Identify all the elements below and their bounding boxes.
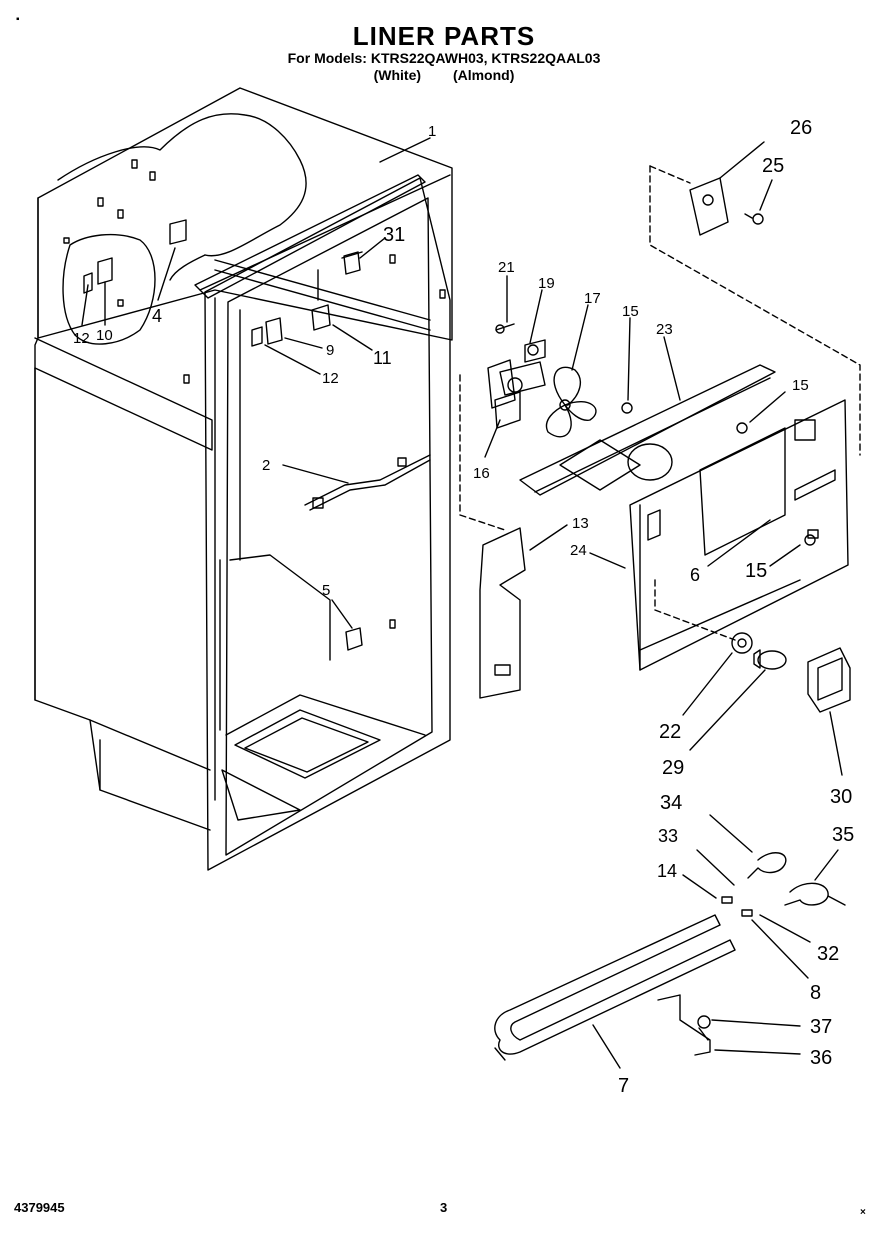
color-label-almond: (Almond) (452, 67, 515, 83)
clip-5 (345, 627, 363, 651)
page-header: LINER PARTS For Models: KTRS22QAWH03, KT… (0, 22, 888, 84)
models-subtitle: For Models: KTRS22QAWH03, KTRS22QAAL03 (287, 50, 601, 66)
callout-34: 34 (660, 792, 682, 814)
callout-11: 11 (373, 348, 392, 368)
callout-12-upper: 12 (73, 330, 90, 347)
leader-lines (81, 137, 843, 1069)
terminal-14 (721, 896, 733, 904)
callout-22: 22 (659, 721, 681, 743)
callout-32: 32 (817, 943, 839, 965)
callout-9: 9 (326, 342, 334, 359)
callout-29: 29 (662, 757, 684, 779)
light-socket (731, 632, 753, 654)
bracket-36 (657, 994, 711, 1056)
fan-blade (545, 366, 597, 438)
callout-30: 30 (830, 786, 852, 808)
fan-motor (487, 359, 546, 429)
callout-5: 5 (322, 582, 330, 599)
clip-4 (169, 219, 187, 245)
clip-10 (97, 257, 113, 285)
callout-26: 26 (790, 117, 812, 139)
callout-15-b: 15 (792, 377, 809, 394)
page-title: LINER PARTS (352, 21, 536, 51)
defrost-heater (494, 914, 736, 1061)
callout-23: 23 (656, 321, 673, 338)
screw-15-a (621, 402, 633, 414)
clip-12-upper (83, 272, 93, 294)
screw-15-c (804, 534, 816, 546)
callout-8: 8 (810, 982, 821, 1004)
light-lens (807, 647, 851, 713)
cabinet-liner (34, 87, 453, 871)
callout-33: 33 (658, 826, 678, 846)
wire-35 (784, 882, 846, 906)
callout-36: 36 (810, 1047, 832, 1069)
callout-16: 16 (473, 465, 490, 482)
screw-25 (744, 213, 764, 225)
callout-35: 35 (832, 824, 854, 846)
screw-21 (495, 323, 515, 334)
callout-10: 10 (96, 327, 113, 344)
harness-2 (304, 454, 431, 511)
clip-31 (341, 251, 363, 275)
callout-15-a: 15 (622, 303, 639, 320)
color-label-white: (White) (373, 67, 422, 83)
evaporator-cover (629, 399, 849, 671)
clip-9 (265, 317, 283, 345)
control-cover (689, 177, 729, 236)
screw-15-b (736, 422, 748, 434)
clip-11 (311, 269, 331, 331)
wire-34 (747, 852, 787, 879)
terminal-8 (741, 909, 753, 917)
callout-7: 7 (618, 1075, 629, 1097)
callout-37: 37 (810, 1016, 832, 1038)
light-shield (479, 527, 526, 699)
callout-6: 6 (690, 565, 700, 585)
corner-mark-top-left: ▪ (16, 14, 20, 25)
fan-grille (519, 364, 776, 496)
callout-4: 4 (152, 306, 162, 326)
document-number: 4379945 (14, 1200, 65, 1215)
clip-12-lower (251, 326, 263, 347)
bracket-19 (524, 339, 546, 363)
callout-numbers: 1 2 4 5 6 7 8 9 10 11 12 12 13 14 15 15 … (73, 117, 854, 1097)
callout-25: 25 (762, 155, 784, 177)
screw-37 (697, 1015, 711, 1041)
callout-21: 21 (498, 259, 515, 276)
callout-2: 2 (262, 457, 270, 474)
callout-14: 14 (657, 861, 677, 881)
callout-19: 19 (538, 275, 555, 292)
page-number: 3 (440, 1200, 448, 1215)
callout-15-c: 15 (745, 560, 767, 582)
corner-mark-bottom-right: × (860, 1207, 866, 1218)
callout-24: 24 (570, 542, 587, 559)
callout-1: 1 (428, 123, 436, 140)
callout-13: 13 (572, 515, 589, 532)
callout-17: 17 (584, 290, 601, 307)
callout-12-lower: 12 (322, 370, 339, 387)
light-bulb (753, 649, 787, 670)
color-labels: (White) (Almond) (0, 67, 888, 84)
callout-31: 31 (383, 224, 405, 246)
